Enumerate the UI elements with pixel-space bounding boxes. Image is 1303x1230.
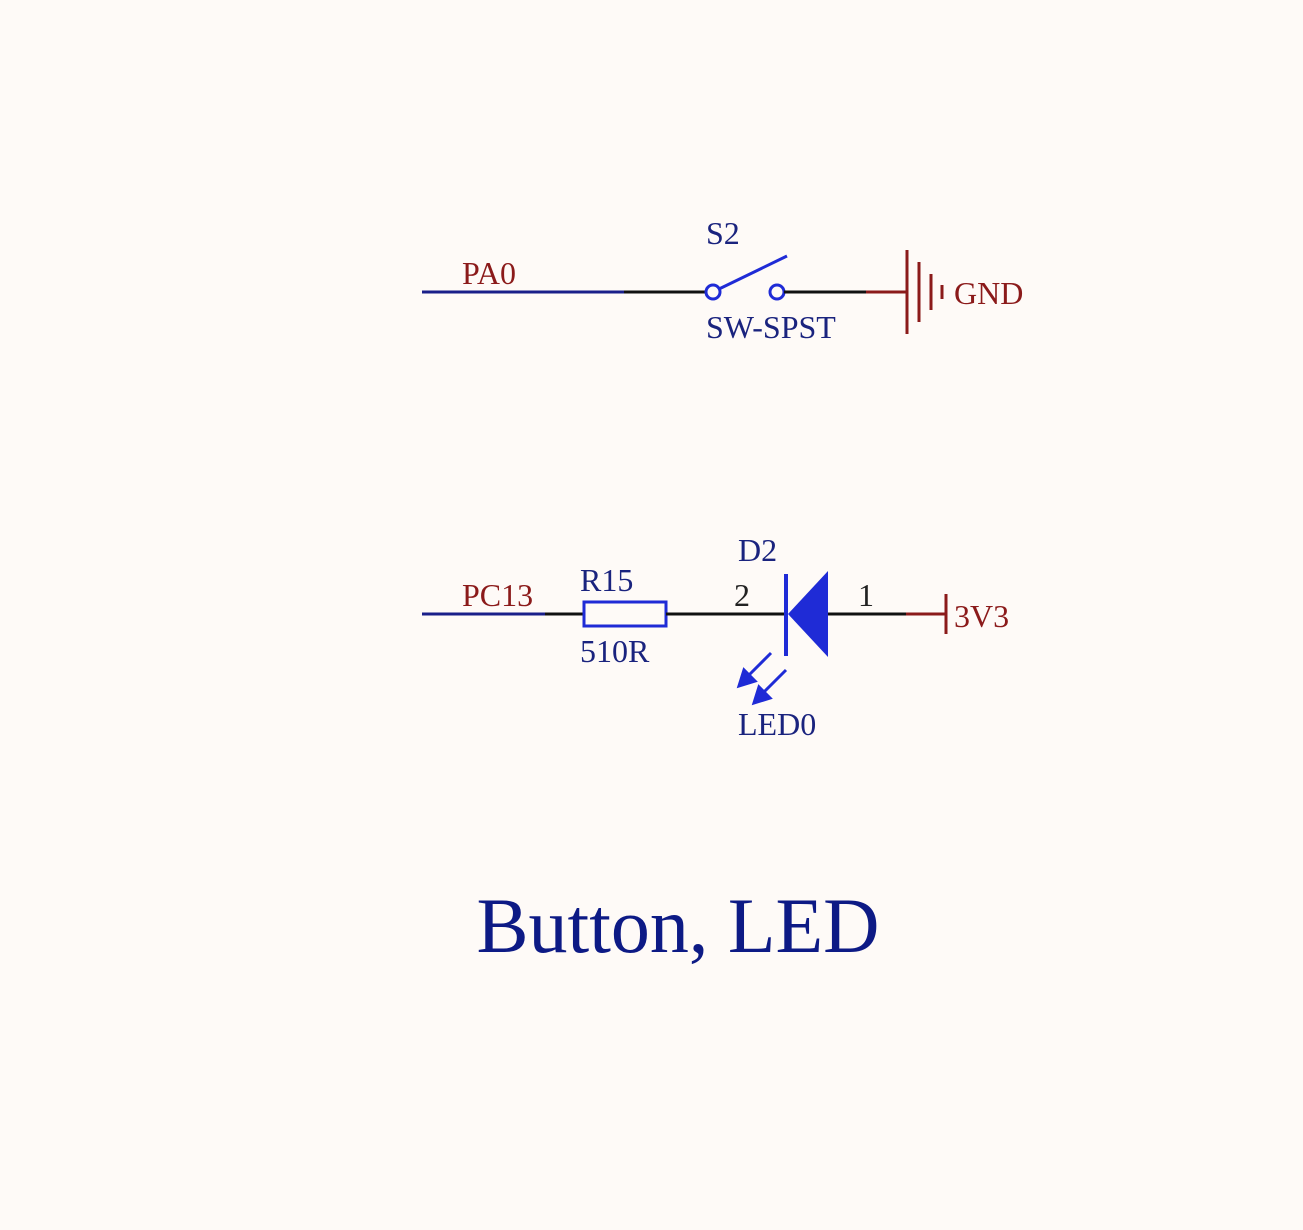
resistor-designator: R15	[580, 562, 633, 598]
diode-part-label: LED0	[738, 706, 816, 742]
switch-designator: S2	[706, 215, 740, 251]
led-emission-arrows	[736, 651, 788, 706]
diode-designator: D2	[738, 532, 777, 568]
3v3-label: 3V3	[954, 598, 1009, 634]
switch-s2-symbol	[704, 254, 788, 301]
led-d2-symbol	[736, 571, 828, 706]
pc13-net-label: PC13	[462, 577, 533, 613]
gnd-label: GND	[954, 275, 1023, 311]
diode-pin-cathode-number: 1	[858, 577, 874, 613]
switch-part-label: SW-SPST	[706, 309, 836, 345]
resistor-value-label: 510R	[580, 633, 650, 669]
switch-circuit: PA0 S2 SW-SPST GND	[422, 215, 1023, 345]
diagram-title: Button, LED	[477, 882, 880, 969]
gnd-symbol	[905, 250, 944, 334]
diode-pin-anode-number: 2	[734, 577, 750, 613]
pa0-net-label: PA0	[462, 255, 516, 291]
led-circuit: PC13 R15 510R D2 2 1 LED0 3V3	[422, 532, 1009, 742]
resistor-r15-symbol	[582, 600, 668, 628]
